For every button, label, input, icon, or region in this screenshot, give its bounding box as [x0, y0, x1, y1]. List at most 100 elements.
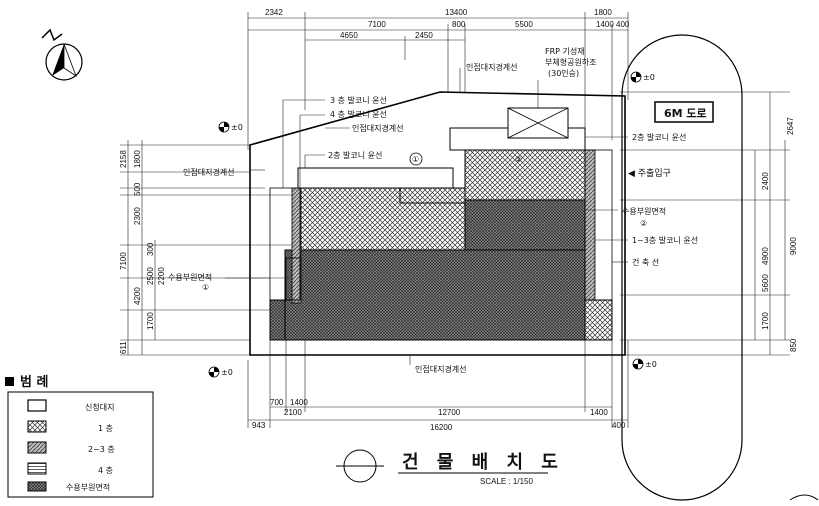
legend-label-2: 2~3 층 — [88, 445, 115, 454]
left-dimensions: 2158 1800 500 2300 300 7100 2500 2200 42… — [119, 140, 320, 356]
dim-top-1400: 1400 — [596, 20, 614, 29]
dim-left-2500: 2500 — [146, 267, 155, 285]
balcony-2f-outline — [297, 167, 454, 189]
dim-right-850: 850 — [789, 338, 798, 352]
dim-left-1800: 1800 — [133, 150, 142, 168]
north-arrow-icon — [41, 28, 83, 81]
legend-swatch-floor1 — [27, 420, 47, 433]
label-entrance: ◀ 주출입구 — [628, 167, 671, 179]
level-mark-left-top: ±0 — [218, 121, 243, 133]
title-block: 건 물 배 치 도 SCALE : 1/150 — [336, 449, 564, 486]
right-outline — [584, 149, 613, 301]
label-balcony-2b: 2층 발코니 윤선 — [632, 132, 686, 142]
dim-left-2300: 2300 — [133, 207, 142, 225]
legend-label-1: 1 층 — [98, 424, 113, 433]
dim-top-13400: 13400 — [445, 8, 468, 17]
label-water-left: 수용부원면적 — [168, 272, 212, 282]
label-balcony-3: 3 층 발코니 윤선 — [330, 95, 387, 105]
marker-1: ① — [412, 155, 419, 164]
corner-mark — [789, 494, 819, 501]
dim-left-4200: 4200 — [133, 287, 142, 305]
dim-bottom-16200: 16200 — [430, 423, 453, 432]
road-label: 6M 도로 — [664, 107, 707, 120]
dim-bottom-700: 700 — [270, 398, 284, 407]
legend-title: 범 례 — [20, 374, 48, 390]
dim-bottom-1400: 1400 — [290, 398, 308, 407]
dim-left-2200: 2200 — [157, 267, 166, 285]
label-water-right: 수용부원면적 — [622, 206, 666, 216]
dim-bottom-12700: 12700 — [438, 408, 461, 417]
dim-top-800: 800 — [452, 20, 466, 29]
dim-left-611: 611 — [119, 341, 128, 354]
marker-2b: ② — [640, 219, 647, 228]
marker-1-circle — [409, 152, 423, 166]
dim-bottom-400: 400 — [612, 421, 626, 430]
dim-right-9000: 9000 — [789, 237, 798, 255]
level-text-3: ±0 — [221, 368, 233, 377]
dim-top-1800: 1800 — [594, 8, 612, 17]
left-water-tank — [285, 257, 301, 301]
drawing-title: 건 물 배 치 도 — [402, 452, 564, 473]
label-frp-3: (30인승) — [548, 68, 579, 78]
site-boundary — [249, 91, 626, 356]
dim-top-7100: 7100 — [368, 20, 386, 29]
dim-top-2450: 2450 — [415, 31, 433, 40]
dim-left-7100: 7100 — [119, 252, 128, 270]
marker-1b: ① — [202, 283, 209, 292]
leader-lines — [225, 68, 628, 365]
dim-bottom-943: 943 — [252, 421, 266, 430]
dim-bottom-1400b: 1400 — [590, 408, 608, 417]
label-frp-2: 부체형공원하조 — [545, 57, 597, 67]
legend-swatch-floor4 — [27, 462, 47, 475]
label-adjacent-bottom: 인접대지경계선 — [415, 364, 467, 374]
dim-right-1700: 1700 — [761, 312, 770, 330]
dim-left-2158: 2158 — [119, 150, 128, 168]
balcony-right-strip — [584, 149, 596, 301]
bottom-dimensions: 700 1400 2100 12700 1400 943 16200 400 — [247, 340, 629, 432]
frp-tank — [507, 107, 569, 139]
label-building-line: 건 축 선 — [632, 257, 659, 267]
label-adjacent-mid: 인접대지경계선 — [352, 123, 404, 133]
level-text-2: ±0 — [643, 73, 655, 82]
marker-2: ② — [515, 155, 522, 164]
drawing-scale: SCALE : 1/150 — [480, 477, 533, 486]
stair-notch — [399, 187, 466, 204]
legend-swatch-site — [27, 399, 47, 412]
label-balcony-1-3: 1~3층 발코니 윤선 — [632, 235, 698, 245]
legend-swatch-floor23 — [27, 441, 47, 454]
left-outline — [269, 187, 301, 301]
legend: 범 례 신청대지 1 층 2~3 층 4 층 수용부원면적 — [5, 374, 154, 498]
dim-bottom-2100: 2100 — [284, 408, 302, 417]
legend-marker-icon — [5, 377, 14, 386]
dim-right-2400: 2400 — [761, 172, 770, 190]
dim-left-300: 300 — [146, 242, 155, 256]
dim-top-4650: 4650 — [340, 31, 358, 40]
dim-top-2342: 2342 — [265, 8, 283, 17]
legend-label-3: 4 층 — [98, 466, 113, 475]
dim-right-4900: 4900 — [761, 247, 770, 265]
legend-label-4: 수용부원면적 — [66, 482, 110, 492]
level-mark-right-bottom: ±0 — [632, 358, 657, 370]
dim-right-5600: 5600 — [761, 274, 770, 292]
dim-top-5500: 5500 — [515, 20, 533, 29]
legend-label-0: 신청대지 — [85, 403, 114, 412]
floor-2-3-lower — [284, 249, 586, 341]
label-adjacent-left: 인접대지경계선 — [183, 167, 235, 177]
right-dimensions: 2647 2400 4900 9000 5600 1700 850 — [620, 91, 798, 356]
level-mark-left-bottom: ±0 — [208, 366, 233, 378]
label-balcony-4: 4 층 발코니 윤선 — [330, 109, 387, 119]
road-outline — [621, 34, 743, 501]
dim-right-2647: 2647 — [786, 117, 795, 135]
label-balcony-2: 2층 발코니 윤선 — [328, 150, 382, 160]
level-mark-right-top: ±0 — [630, 71, 655, 83]
top-dimensions: 2342 13400 1800 7100 800 5500 1400 400 4… — [247, 8, 630, 150]
dim-left-500: 500 — [133, 182, 142, 196]
level-text-4: ±0 — [645, 360, 657, 369]
dim-top-400: 400 — [616, 20, 630, 29]
dim-left-1700: 1700 — [146, 312, 155, 330]
level-text-1: ±0 — [231, 123, 243, 132]
label-frp-1: FRP 기성재 — [545, 47, 585, 56]
label-adjacent-top: 인접대지경계선 — [466, 62, 518, 72]
road-label-box: 6M 도로 — [654, 101, 714, 123]
